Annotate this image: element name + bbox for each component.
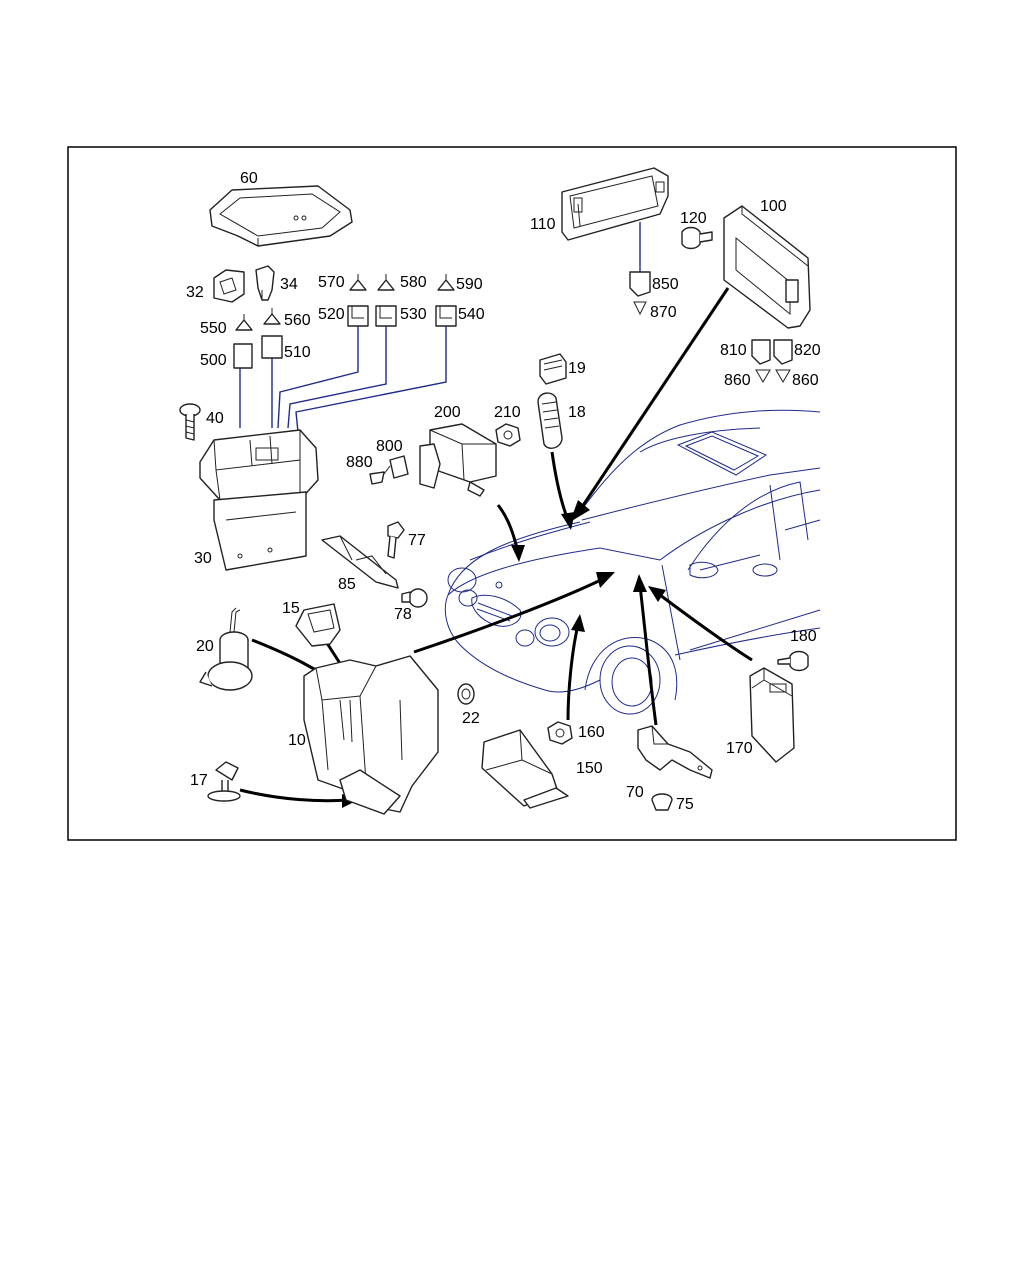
- label-520: 520: [318, 306, 345, 323]
- part-110-control-unit: [561, 167, 669, 241]
- part-70-bracket: [637, 725, 713, 779]
- label-860-left: 860: [724, 372, 751, 389]
- part-30-fuse-box: [199, 429, 319, 571]
- part-200-bracket: [419, 423, 497, 497]
- label-530: 530: [400, 306, 427, 323]
- terminal-symbols: [233, 271, 793, 383]
- part-160-nut: [547, 721, 573, 745]
- label-180: 180: [790, 628, 817, 645]
- part-78-screw: [401, 588, 428, 608]
- label-78: 78: [394, 606, 412, 623]
- part-77-screw: [387, 521, 405, 559]
- label-120: 120: [680, 210, 707, 227]
- label-510: 510: [284, 344, 311, 361]
- label-200: 200: [434, 404, 461, 421]
- part-34-fuse: [255, 265, 275, 301]
- part-32-relay: [213, 269, 245, 303]
- part-120-bolt: [681, 226, 713, 250]
- label-22: 22: [462, 710, 480, 727]
- part-labels: 60 32 34 570 580 590 520 530 540 550 560…: [186, 170, 821, 813]
- part-170-module: [749, 667, 795, 763]
- label-850: 850: [652, 276, 679, 293]
- label-18: 18: [568, 404, 586, 421]
- label-580: 580: [400, 274, 427, 291]
- label-110: 110: [530, 216, 556, 233]
- part-800-connector: [369, 455, 409, 485]
- label-170: 170: [726, 740, 753, 757]
- label-150: 150: [576, 760, 603, 777]
- part-40-screw: [179, 403, 201, 441]
- label-560: 560: [284, 312, 311, 329]
- label-540: 540: [458, 306, 485, 323]
- part-85-bracket: [321, 535, 399, 589]
- leader-lines: [239, 222, 641, 433]
- label-590: 590: [456, 276, 483, 293]
- part-15-bracket: [295, 603, 341, 647]
- part-75-clip: [651, 793, 673, 811]
- label-160: 160: [578, 724, 605, 741]
- label-15: 15: [282, 600, 300, 617]
- label-19: 19: [568, 360, 586, 377]
- part-17-clamp: [207, 761, 241, 802]
- label-75: 75: [676, 796, 694, 813]
- part-180-bolt: [777, 650, 809, 672]
- label-100: 100: [760, 198, 787, 215]
- label-77: 77: [408, 532, 426, 549]
- label-32: 32: [186, 284, 204, 301]
- label-870: 870: [650, 304, 677, 321]
- label-500: 500: [200, 352, 227, 369]
- part-20-pump: [199, 607, 253, 691]
- part-22-grommet: [457, 683, 475, 705]
- label-570: 570: [318, 274, 345, 291]
- label-880: 880: [346, 454, 373, 471]
- part-19-clip: [539, 353, 567, 385]
- label-85: 85: [338, 576, 356, 593]
- part-18-strap: [537, 392, 563, 449]
- part-100-module: [723, 205, 811, 329]
- part-60-cover: [209, 185, 353, 247]
- label-17: 17: [190, 772, 208, 789]
- label-60: 60: [240, 170, 258, 187]
- label-30: 30: [194, 550, 212, 567]
- part-10-reservoir: [303, 655, 439, 815]
- label-40: 40: [206, 410, 224, 427]
- label-820: 820: [794, 342, 821, 359]
- part-210-nut: [495, 423, 521, 447]
- label-860-right: 860: [792, 372, 819, 389]
- part-150-cover: [481, 729, 569, 809]
- label-34: 34: [280, 276, 298, 293]
- label-20: 20: [196, 638, 214, 655]
- diagram-frame: [67, 146, 957, 841]
- vehicle-outline: [444, 409, 821, 715]
- label-210: 210: [494, 404, 521, 421]
- label-550: 550: [200, 320, 227, 337]
- label-70: 70: [626, 784, 644, 801]
- label-800: 800: [376, 438, 403, 455]
- label-10: 10: [288, 732, 306, 749]
- label-810: 810: [720, 342, 747, 359]
